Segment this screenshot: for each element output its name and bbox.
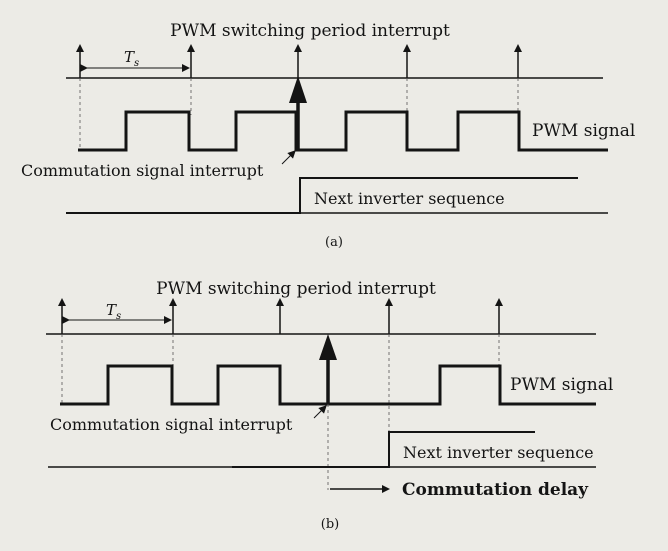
panel-a-pwm-label: PWM signal [532, 121, 635, 141]
panel-b-caption: (b) [321, 517, 339, 532]
panel-a-commutation-pointer [281, 150, 296, 165]
panel-a-period-label: Ts [124, 48, 139, 69]
panel-a-commutation-label: Commutation signal interrupt [21, 161, 264, 180]
panel-b-sequence-label: Next inverter sequence [403, 443, 594, 462]
panel-b-title: PWM switching period interrupt [156, 279, 436, 299]
panel-b-sequence-waveform [232, 431, 535, 468]
panel-b: PWM switching period interrupt Ts PWM si… [46, 279, 613, 532]
panel-a-caption: (a) [325, 235, 343, 250]
panel-a-pwm-waveform [78, 110, 608, 152]
panel-b-period-label: Ts [106, 301, 121, 322]
panel-b-pwm-label: PWM signal [510, 375, 613, 395]
panel-a-sequence-label: Next inverter sequence [314, 189, 505, 208]
panel-b-delay-label: Commutation delay [402, 480, 589, 500]
panel-b-commutation-pointer [313, 405, 327, 419]
panel-b-commutation-arrow-head [319, 334, 337, 360]
panel-a-title: PWM switching period interrupt [170, 21, 450, 41]
panel-b-pwm-waveform [60, 364, 596, 406]
panel-a: PWM switching period interrupt Ts PWM si… [21, 21, 635, 250]
panel-a-sequence-waveform [66, 177, 578, 214]
panel-b-commutation-label: Commutation signal interrupt [50, 415, 293, 434]
panel-a-commutation-arrow-head [289, 76, 307, 103]
